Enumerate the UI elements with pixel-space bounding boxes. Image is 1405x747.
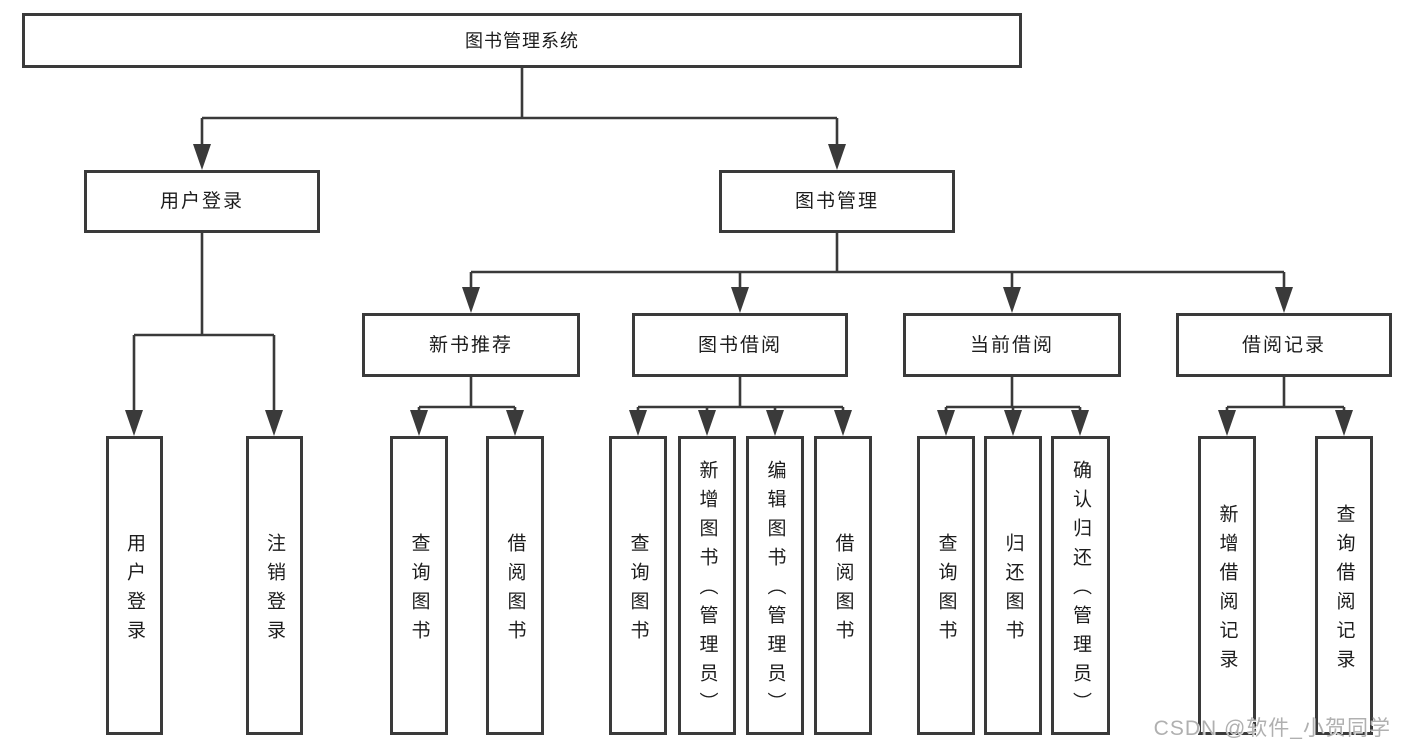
node-edit-books-admin: 编辑图书（管理员）: [746, 436, 804, 735]
node-current-borrowing: 当前借阅: [903, 313, 1121, 377]
node-user-login: 用户登录: [84, 170, 320, 233]
node-add-books-admin: 新增图书（管理员）: [678, 436, 736, 735]
node-query-books-recommend: 查询图书: [390, 436, 448, 735]
node-book-borrowing: 图书借阅: [632, 313, 848, 377]
node-user-login-leaf: 用户登录: [106, 436, 163, 735]
node-borrow-books-recommend: 借阅图书: [486, 436, 544, 735]
node-query-borrow-record: 查询借阅记录: [1315, 436, 1373, 735]
node-add-borrow-record: 新增借阅记录: [1198, 436, 1256, 735]
node-query-books-borrowing: 查询图书: [609, 436, 667, 735]
node-return-books: 归还图书: [984, 436, 1042, 735]
node-query-books-current: 查询图书: [917, 436, 975, 735]
node-borrow-books-leaf: 借阅图书: [814, 436, 872, 735]
node-library-management-system: 图书管理系统: [22, 13, 1022, 68]
node-borrow-records: 借阅记录: [1176, 313, 1392, 377]
csdn-watermark: CSDN @软件_小贺同学: [1153, 717, 1391, 740]
node-book-management: 图书管理: [719, 170, 955, 233]
node-confirm-return-admin: 确认归还（管理员）: [1051, 436, 1110, 735]
node-new-book-recommendation: 新书推荐: [362, 313, 580, 377]
node-logout: 注销登录: [246, 436, 303, 735]
